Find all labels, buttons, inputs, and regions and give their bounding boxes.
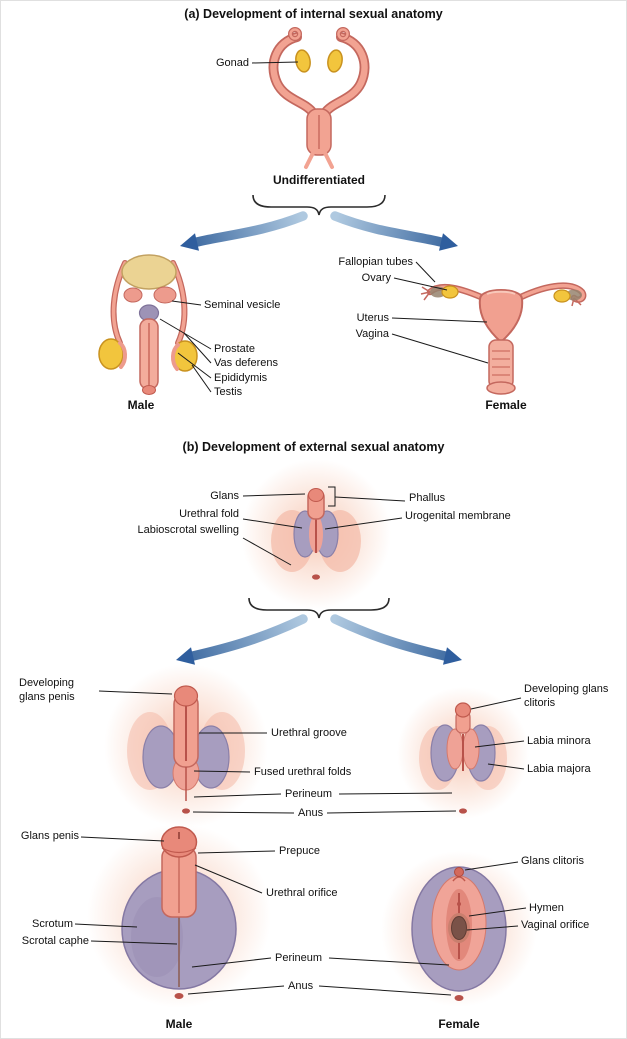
label-anus-mature: Anus <box>288 980 314 992</box>
label-vaginal-orifice: Vaginal orifice <box>521 919 590 931</box>
label-perineum-mature: Perineum <box>275 952 323 964</box>
female-internal-art <box>420 282 587 395</box>
leader-lines <box>74 61 527 996</box>
label-hymen: Hymen <box>529 902 564 914</box>
label-anus-developing: Anus <box>298 807 324 819</box>
mature-female-art <box>411 866 507 1001</box>
label-glans-clitoris: Glans clitoris <box>521 855 584 867</box>
label-vagina: Vagina <box>355 328 389 340</box>
label-seminal-vesicle: Seminal vesicle <box>204 299 281 311</box>
label-urethral-groove: Urethral groove <box>271 727 347 739</box>
label-developing-glans-clitoris: Developing glans clitoris <box>524 683 609 709</box>
label-gonad: Gonad <box>215 57 249 69</box>
mature-male-art <box>121 826 237 999</box>
label-labia-majora: Labia majora <box>527 763 591 775</box>
label-urethral-fold: Urethral fold <box>179 508 239 520</box>
label-labioscrotal-swelling: Labioscrotal swelling <box>137 524 240 536</box>
label-ovary: Ovary <box>361 272 391 284</box>
caption-male-external: Male <box>165 1017 193 1031</box>
label-perineum-developing: Perineum <box>285 788 333 800</box>
developing-female-art <box>419 702 507 814</box>
arrow-a-right <box>330 211 458 251</box>
label-scrotum: Scrotum <box>32 918 73 930</box>
label-fallopian-tubes: Fallopian tubes <box>338 256 413 268</box>
caption-male-internal: Male <box>127 398 155 412</box>
label-prostate: Prostate <box>214 343 255 355</box>
label-glans: Glans <box>210 490 239 502</box>
label-testis: Testis <box>214 386 243 398</box>
brace-a <box>252 194 386 216</box>
caption-female-external: Female <box>438 1017 480 1031</box>
label-scrotal-caphe: Scrotal caphe <box>21 935 89 947</box>
arrow-b-left <box>176 614 308 665</box>
caption-undifferentiated: Undifferentiated <box>272 173 365 187</box>
label-uterus: Uterus <box>356 312 389 324</box>
section-b-title: (b) Development of external sexual anato… <box>182 440 445 454</box>
brace-b <box>248 597 390 619</box>
developing-male-art <box>127 685 245 814</box>
male-internal-art <box>98 254 198 395</box>
label-phallus: Phallus <box>409 492 446 504</box>
section-a-title: (a) Development of internal sexual anato… <box>184 7 443 21</box>
undifferentiated-external-art <box>271 488 361 580</box>
label-urethral-orifice: Urethral orifice <box>266 887 338 899</box>
label-glans-penis: Glans penis <box>20 830 79 842</box>
arrow-a-left <box>180 211 308 251</box>
label-epididymis: Epididymis <box>214 372 268 384</box>
undifferentiated-internal-art <box>268 27 370 169</box>
arrow-b-right <box>330 614 462 665</box>
label-urogenital-membrane: Urogenital membrane <box>405 510 511 522</box>
label-vas-deferens: Vas deferens <box>214 357 279 369</box>
label-prepuce: Prepuce <box>279 845 320 857</box>
label-developing-glans-penis: Developing glans penis <box>19 677 75 703</box>
label-fused-urethral-folds: Fused urethral folds <box>254 766 352 778</box>
caption-female-internal: Female <box>485 398 527 412</box>
label-labia-minora: Labia minora <box>527 735 591 747</box>
